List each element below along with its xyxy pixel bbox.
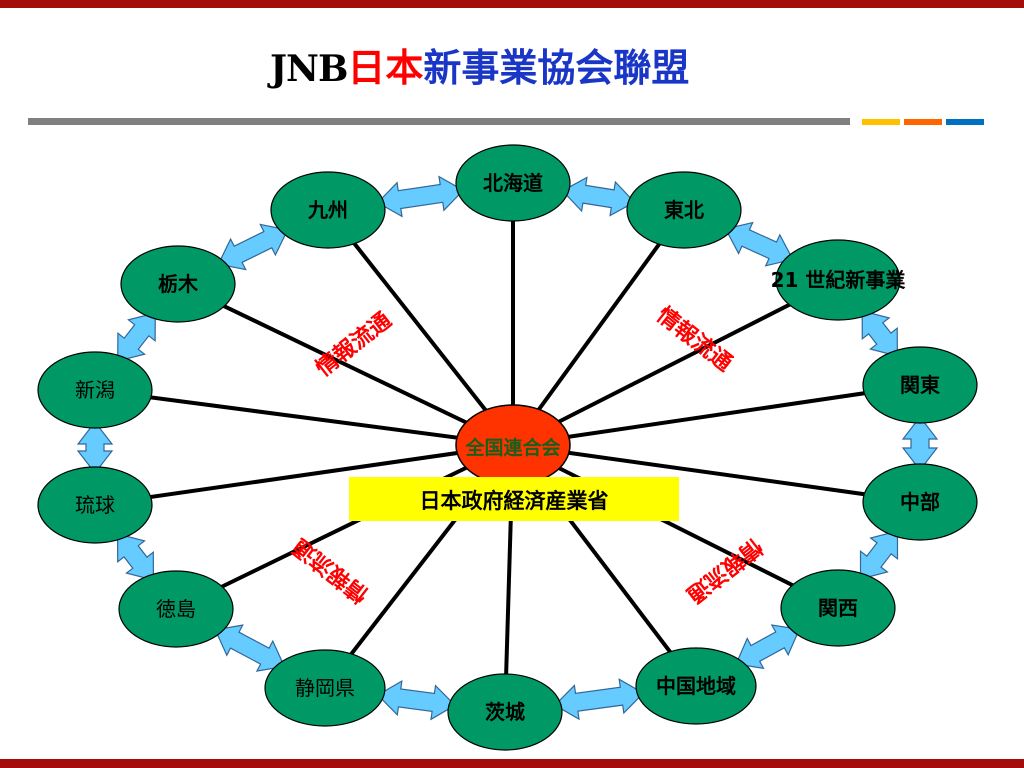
link-niigata-tochigi <box>117 312 156 362</box>
node-ellipse <box>862 346 978 424</box>
node-chugoku[interactable]: 中国地域 <box>635 647 757 725</box>
link-tohoku-century21 <box>724 221 794 267</box>
node-tohoku[interactable]: 東北 <box>626 171 742 249</box>
title-nihon: 日本 <box>347 46 424 90</box>
spoke-tochigi <box>177 282 514 447</box>
spoke-chubu <box>512 443 921 504</box>
node-label: 北海道 <box>483 171 543 195</box>
node-label: 琉球 <box>75 493 115 517</box>
title-jnb: JNB <box>270 48 348 90</box>
accent-yellow <box>862 119 900 125</box>
node-label: 徳島 <box>156 597 196 621</box>
node-ellipse <box>635 647 757 725</box>
flow-label: 情報流通 <box>288 533 373 608</box>
link-ryukyu-niigata <box>76 421 114 474</box>
center-label: 全国連合会 <box>464 436 560 459</box>
node-ellipse <box>118 570 234 648</box>
page-title: JNB日本新事業協会聯盟 <box>270 38 689 98</box>
spokes <box>94 183 921 713</box>
link-shizuoka-tokushima <box>214 624 286 672</box>
node-ellipse <box>455 144 571 222</box>
node-ellipse <box>37 351 153 429</box>
node-ellipse <box>780 569 896 647</box>
node-century21[interactable]: 21 世紀新事業 <box>771 239 907 321</box>
link-chugoku-ibaraki <box>553 678 645 721</box>
accent-blue <box>946 119 984 125</box>
ministry-label: 日本政府経済産業省 <box>420 489 609 513</box>
title-association: 新事業協会聯盟 <box>423 46 690 90</box>
node-tokushima[interactable]: 徳島 <box>118 570 234 648</box>
node-label: 中国地域 <box>656 674 736 698</box>
ministry-bg <box>349 477 679 521</box>
node-label: 九州 <box>307 198 348 222</box>
node-ellipse <box>447 673 563 751</box>
ring-links <box>76 175 939 721</box>
node-label: 静岡県 <box>295 676 355 700</box>
node-label: 茨城 <box>485 700 525 724</box>
node-kanto[interactable]: 関東 <box>862 346 978 424</box>
node-tochigi[interactable]: 栃木 <box>120 245 236 323</box>
link-tochigi-kyushu <box>217 223 289 271</box>
node-label: 中部 <box>900 490 940 514</box>
link-ibaraki-shizuoka <box>376 679 457 721</box>
node-label: 栃木 <box>158 272 199 296</box>
node-niigata[interactable]: 新潟 <box>37 351 153 429</box>
node-ryukyu[interactable]: 琉球 <box>37 466 153 544</box>
node-shizuoka[interactable]: 静岡県 <box>264 649 386 727</box>
node-label: 新潟 <box>75 378 115 402</box>
node-hokkaido[interactable]: 北海道 <box>455 144 571 222</box>
node-label: 東北 <box>664 198 704 222</box>
spoke-kanto <box>512 383 921 447</box>
node-label: 関東 <box>900 373 940 397</box>
flow-label: 情報流通 <box>682 533 767 608</box>
link-century21-kanto <box>861 310 899 357</box>
top-rule <box>0 0 1024 8</box>
node-label: 21 世紀新事業 <box>771 268 907 292</box>
link-kanto-chubu <box>901 416 939 471</box>
spoke-tokushima <box>175 443 514 611</box>
node-ellipse <box>120 245 236 323</box>
bottom-rule <box>0 759 1024 768</box>
node-ellipse <box>270 171 386 249</box>
node-chubu[interactable]: 中部 <box>862 463 978 541</box>
spoke-tohoku <box>511 208 686 447</box>
title-underline <box>28 118 850 125</box>
accent-orange <box>904 119 942 125</box>
spoke-kansai <box>512 443 839 610</box>
spoke-kyushu <box>326 208 515 447</box>
center-node[interactable]: 全国連合会 <box>455 404 571 486</box>
link-hokkaido-tohoku <box>561 176 636 217</box>
link-chubu-kansai <box>859 530 899 580</box>
node-ellipse <box>626 171 742 249</box>
spoke-ryukyu <box>94 443 514 507</box>
link-tokushima-ryukyu <box>116 533 155 581</box>
node-ibaraki[interactable]: 茨城 <box>447 673 563 751</box>
node-ellipse <box>37 466 153 544</box>
link-kansai-chugoku <box>735 624 801 670</box>
node-ellipse <box>775 239 901 321</box>
ministry-box: 日本政府経済産業省 <box>349 477 679 521</box>
node-kansai[interactable]: 関西 <box>780 569 896 647</box>
node-kyushu[interactable]: 九州 <box>270 171 386 249</box>
node-ellipse <box>264 649 386 727</box>
node-ellipse <box>862 463 978 541</box>
spoke-niigata <box>94 388 514 447</box>
spoke-century21 <box>512 278 839 447</box>
link-kyushu-hokkaido <box>376 175 465 218</box>
node-label: 関西 <box>818 596 858 620</box>
